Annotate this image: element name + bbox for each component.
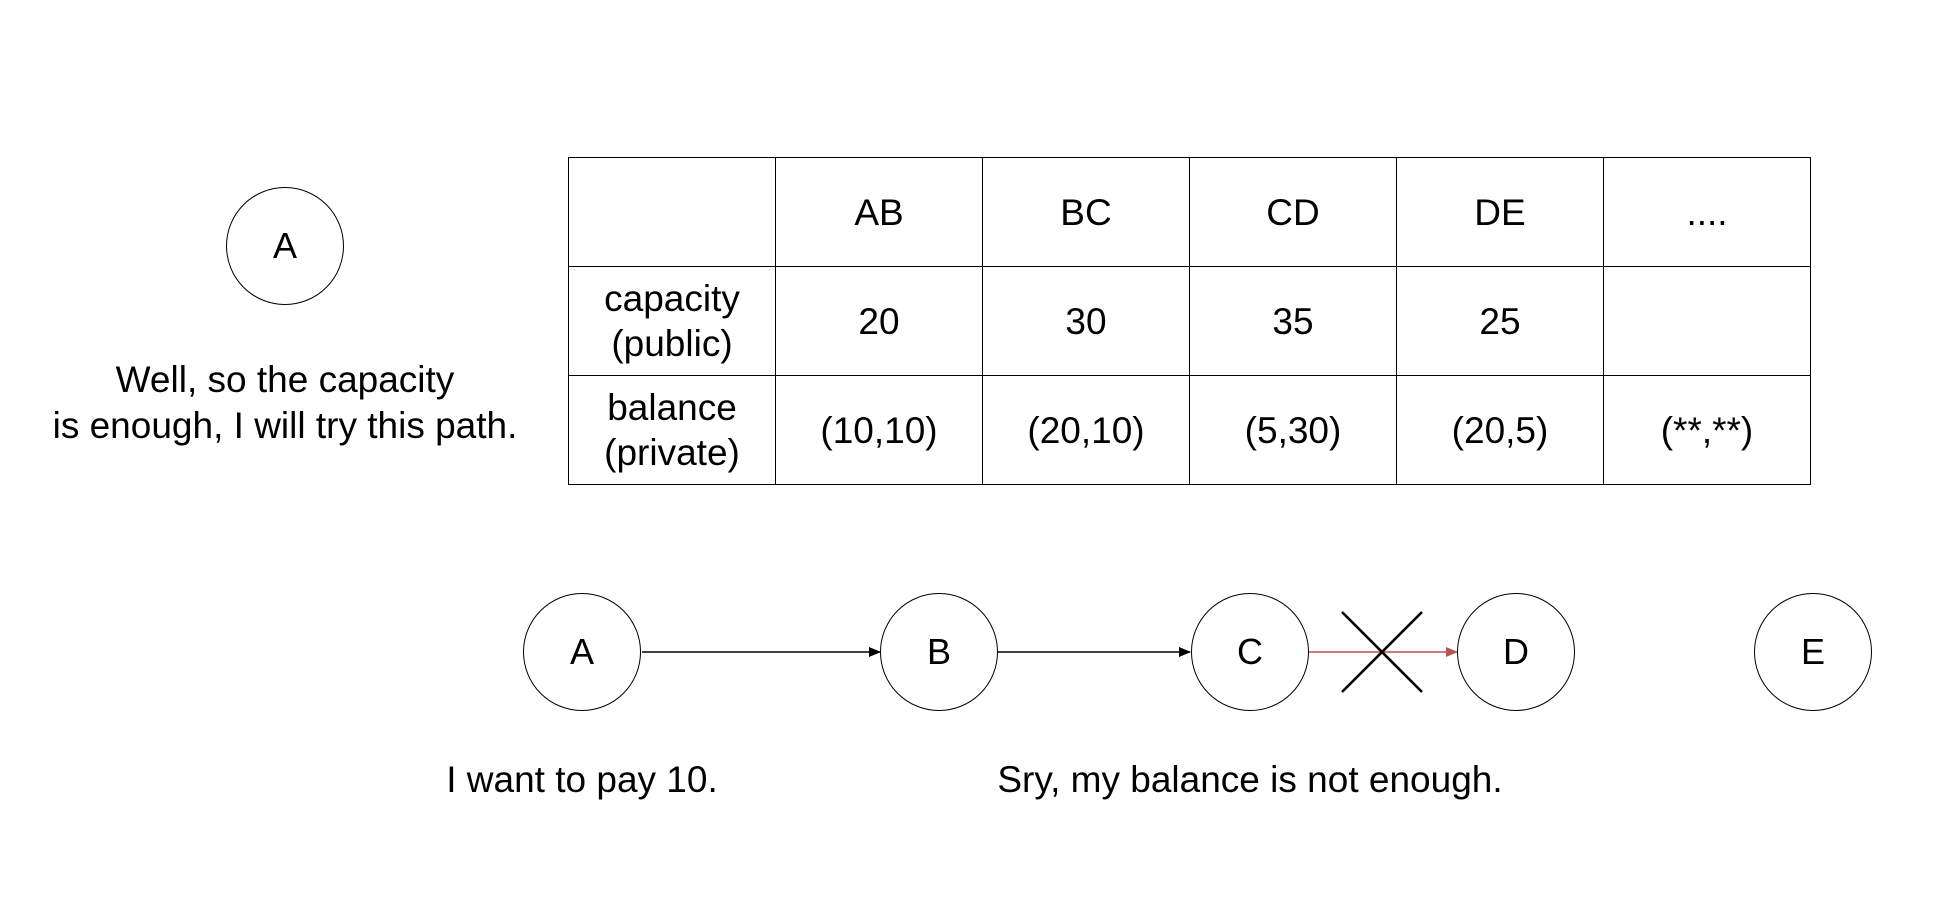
node-e-label: E [1800, 631, 1825, 672]
node-c: C [1191, 593, 1309, 711]
table-row-capacity: capacity (public) 20 30 35 25 [568, 266, 1811, 376]
table-header-cell: .... [1603, 157, 1811, 267]
table-cell: 20 [775, 266, 983, 376]
table-header-cell: CD [1189, 157, 1397, 267]
table-cell: 35 [1189, 266, 1397, 376]
node-b-label: B [926, 631, 951, 672]
table-cell: (20,10) [982, 375, 1190, 485]
blocked-cross-icon [1341, 611, 1423, 693]
sender-thought-caption: Well, so the capacity is enough, I will … [40, 357, 530, 449]
table-row-balance: balance (private) (10,10) (20,10) (5,30)… [568, 375, 1811, 485]
table-cell: (20,5) [1396, 375, 1604, 485]
insufficient-balance-caption: Sry, my balance is not enough. [997, 759, 1503, 800]
node-a-top: A [226, 187, 344, 305]
table-cell: (**,**) [1603, 375, 1811, 485]
node-a-label: A [569, 631, 594, 672]
table-row-label: capacity (public) [568, 266, 776, 376]
table-header-row: AB BC CD DE .... [568, 157, 1811, 267]
node-d-label: D [1503, 631, 1529, 672]
node-a-top-label: A [272, 225, 297, 266]
table-cell: (10,10) [775, 375, 983, 485]
table-cell: (5,30) [1189, 375, 1397, 485]
sender-thought-line-1: Well, so the capacity [115, 359, 455, 400]
table-header-cell: DE [1396, 157, 1604, 267]
table-row-label: balance (private) [568, 375, 776, 485]
node-a: A [523, 593, 641, 711]
node-c-label: C [1237, 631, 1263, 672]
channel-table: AB BC CD DE .... capacity (public) 20 30… [568, 157, 1811, 485]
table-header-cell: AB [775, 157, 983, 267]
sender-thought-line-2: is enough, I will try this path. [52, 405, 518, 446]
payment-request-caption: I want to pay 10. [446, 759, 718, 800]
table-cell: 30 [982, 266, 1190, 376]
node-b: B [880, 593, 998, 711]
node-e: E [1754, 593, 1872, 711]
node-d: D [1457, 593, 1575, 711]
table-header-cell: BC [982, 157, 1190, 267]
